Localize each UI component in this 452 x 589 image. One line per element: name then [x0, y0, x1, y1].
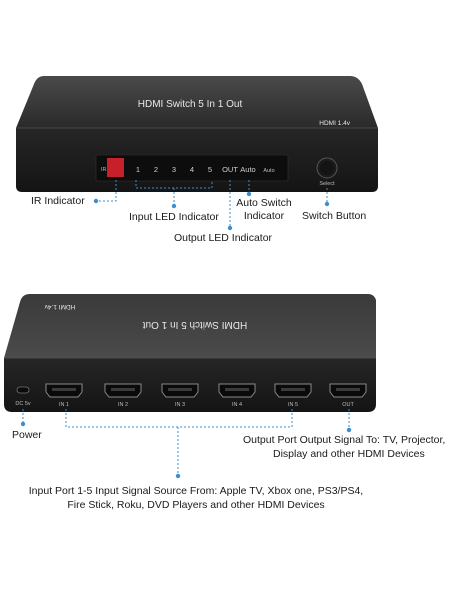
port-label-in3: IN 3 [175, 402, 185, 408]
led-label-5: 5 [208, 165, 212, 174]
top-device-title: HDMI Switch 5 In 1 Out [138, 99, 243, 110]
top-device-version: HDMI 1.4v [319, 120, 350, 127]
hdmi-port-in5 [274, 383, 312, 398]
led-panel [95, 154, 289, 182]
hdmi-port-in4 [218, 383, 256, 398]
led-label-3: 3 [172, 165, 176, 174]
ir-indicator-label: IR Indicator [31, 195, 85, 207]
output-led-indicator-label: Output LED Indicator [174, 232, 273, 244]
hdmi-port-in1 [45, 383, 83, 398]
input-port-label-line1: Input Port 1-5 Input Signal Source From:… [28, 485, 364, 497]
led-label-4: 4 [190, 165, 194, 174]
bottom-device-title: HDMI Switch 5 In 1 Out [143, 319, 248, 330]
input-led-callout-dot [171, 203, 177, 209]
switch-callout-dot [324, 201, 330, 207]
hdmi-port-in3 [161, 383, 199, 398]
power-callout-dot [20, 421, 26, 427]
dc-port [16, 386, 30, 394]
output-port-label-line1: Output Port Output Signal To: TV, Projec… [243, 434, 446, 446]
output-led-callout-dot [227, 225, 233, 231]
output-port-callout-dot [346, 427, 352, 433]
hdmi-port-in2 [104, 383, 142, 398]
ir-window [107, 158, 124, 177]
auto-switch-label-line1: Auto Switch [236, 197, 292, 209]
ir-callout-dot [93, 198, 99, 204]
led-label-2: 2 [154, 165, 158, 174]
port-label-dc: DC 5v [15, 401, 31, 407]
led-label-out: OUT [222, 165, 238, 174]
led-label-1: 1 [136, 165, 140, 174]
bottom-device-version: HDMI 1.4v [44, 303, 75, 310]
top-device: HDMI Switch 5 In 1 Out HDMI 1.4v IR 1 2 … [16, 76, 378, 192]
auto-callout-dot [246, 191, 252, 197]
bottom-callouts-lines [20, 409, 352, 479]
switch-button-label: Switch Button [302, 210, 367, 222]
auto-small-label: Auto [263, 168, 274, 174]
select-label: Select [319, 181, 335, 187]
port-label-in4: IN 4 [232, 402, 242, 408]
led-label-auto: Auto [240, 165, 255, 174]
auto-switch-label-line2: Indicator [243, 210, 285, 222]
input-port-callout-dot [175, 473, 181, 479]
port-label-out: OUT [342, 402, 354, 408]
bottom-device-top-face [4, 294, 376, 358]
port-label-in1: IN 1 [59, 402, 69, 408]
ir-text: IR [101, 167, 107, 173]
top-callouts-lines [93, 180, 330, 231]
power-label: Power [12, 429, 42, 441]
input-led-indicator-label: Input LED Indicator [129, 211, 219, 223]
output-port-label-line2: Display and other HDMI Devices [273, 448, 425, 460]
select-button-inner [320, 161, 334, 175]
bottom-device: HDMI Switch 5 In 1 Out HDMI 1.4v DC 5v I… [4, 294, 376, 412]
hdmi-port-out [329, 383, 367, 398]
port-label-in2: IN 2 [118, 402, 128, 408]
input-port-label-line2: Fire Stick, Roku, DVD Players and other … [67, 499, 325, 511]
port-label-in5: IN 5 [288, 402, 298, 408]
top-device-top-face [16, 76, 378, 128]
